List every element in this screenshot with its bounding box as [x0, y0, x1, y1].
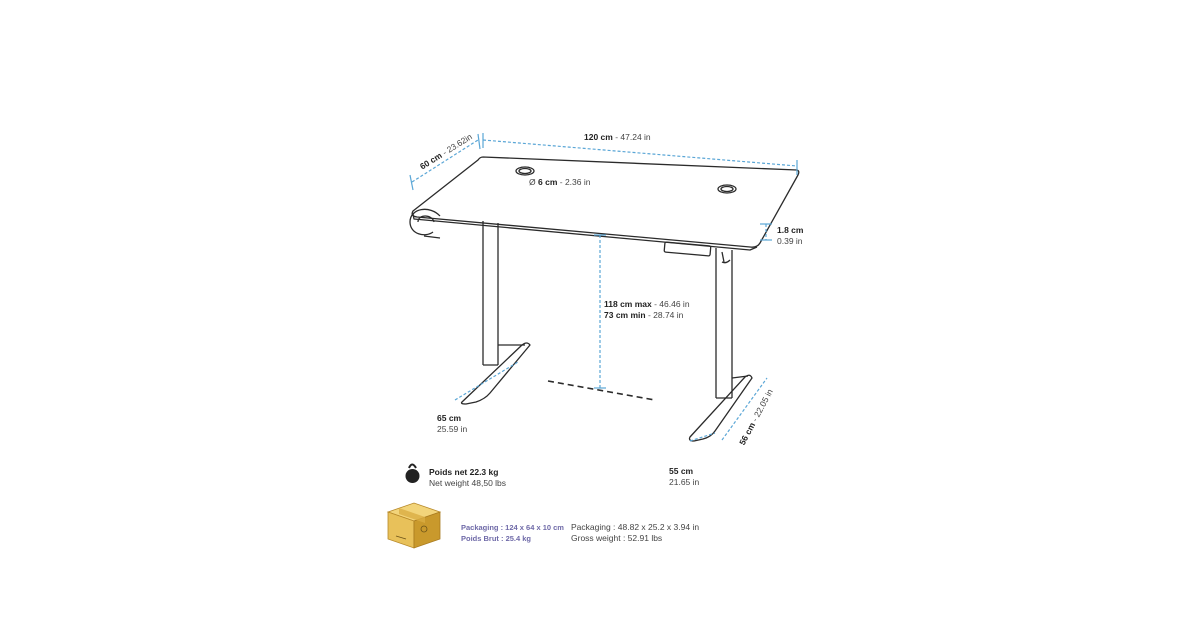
foot-width-imperial: 21.65 in	[669, 477, 700, 487]
separator: -	[651, 299, 660, 309]
foot-left-imperial: 25.59 in	[437, 424, 468, 434]
desktop-surface	[411, 156, 800, 248]
hole-imperial: 2.36 in	[564, 177, 591, 187]
foot-left-label: 65 cm 25.59 in	[437, 413, 467, 435]
height-min: 73 cm min - 28.74 in	[604, 310, 690, 321]
height-max-metric: 118 cm max	[604, 299, 652, 309]
packaging-fr: Packaging : 124 x 64 x 10 cm Poids Brut …	[461, 522, 564, 544]
packaging-en: Packaging : 48.82 x 25.2 x 3.94 in Gross…	[571, 522, 699, 544]
height-max-imperial: 46.46 in	[659, 299, 690, 309]
dim-width-line	[482, 139, 798, 167]
foot-left-metric: 65 cm	[437, 413, 462, 423]
width-metric: 120 cm	[584, 132, 613, 142]
grommet-hole-left-inner	[518, 167, 532, 175]
foot-left	[460, 342, 531, 405]
packaging-en-size: Packaging : 48.82 x 25.2 x 3.94 in	[571, 522, 700, 532]
control-panel	[663, 241, 712, 257]
dim-foot-depth-line	[721, 377, 768, 441]
grommet-hole-left	[515, 166, 535, 176]
leg-left	[482, 221, 499, 366]
dim-foot-left-line	[454, 361, 519, 401]
height-min-imperial: 28.74 in	[653, 310, 684, 320]
separator: -	[645, 310, 654, 320]
height-min-metric: 73 cm min	[604, 310, 646, 320]
dim-foot-width-line	[689, 432, 716, 442]
hole-label: Ø 6 cm - 2.36 in	[529, 177, 590, 188]
foot-width-metric: 55 cm	[669, 466, 694, 476]
thickness-imperial: 0.39 in	[777, 236, 803, 246]
floor-line	[547, 380, 656, 401]
height-label: 118 cm max - 46.46 in 73 cm min - 28.74 …	[604, 299, 690, 321]
thickness-metric: 1.8 cm	[777, 225, 804, 235]
net-weight-en: Net weight 48,50 lbs	[429, 478, 507, 488]
packaging-fr-weight: Poids Brut : 25.4 kg	[461, 534, 532, 543]
separator: -	[557, 177, 565, 187]
width-label: 120 cm - 47.24 in	[584, 132, 651, 143]
width-imperial: 47.24 in	[620, 132, 651, 142]
hole-metric: 6 cm	[538, 177, 558, 187]
headphone-hook	[409, 208, 441, 239]
kettlebell-icon	[405, 463, 420, 483]
height-max: 118 cm max - 46.46 in	[604, 299, 690, 310]
net-weight: Poids net 22.3 kg Net weight 48,50 lbs	[429, 467, 506, 489]
net-weight-fr: Poids net 22.3 kg	[429, 467, 499, 477]
separator: -	[612, 132, 621, 142]
thickness-label: 1.8 cm 0.39 in	[777, 225, 803, 247]
dim-depth-line	[411, 139, 479, 183]
grommet-hole-right	[717, 184, 737, 194]
cardboard-box-icon	[386, 502, 442, 549]
leg-right	[715, 248, 733, 399]
packaging-en-weight: Gross weight : 52.91 lbs	[571, 533, 663, 543]
desktop-edge	[412, 213, 758, 251]
foot-right	[688, 374, 753, 442]
grommet-hole-right-inner	[720, 185, 734, 193]
foot-width-label: 55 cm 21.65 in	[669, 466, 699, 488]
diameter-symbol: Ø	[529, 177, 536, 187]
packaging-fr-size: Packaging : 124 x 64 x 10 cm	[461, 523, 564, 532]
